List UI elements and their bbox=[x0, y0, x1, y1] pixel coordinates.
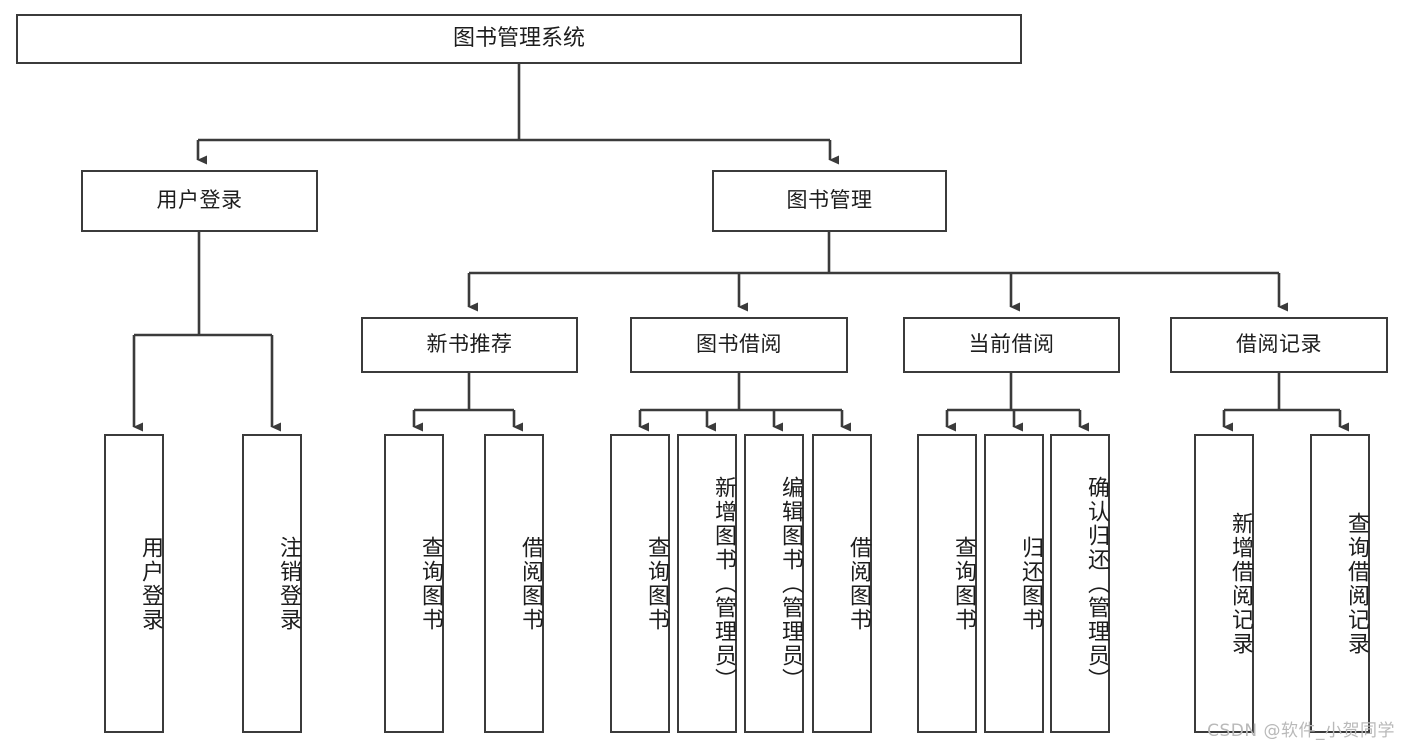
node-label: 查询借阅记录 bbox=[1344, 511, 1369, 656]
node-label: 借阅图书 bbox=[846, 535, 871, 632]
node-label: 注销登录 bbox=[276, 535, 301, 632]
node-leaf-edit-book[interactable]: 编辑图书（管理员） bbox=[744, 434, 804, 733]
node-label: 新增图书（管理员） bbox=[711, 475, 736, 692]
node-leaf-confirm-return[interactable]: 确认归还（管理员） bbox=[1050, 434, 1110, 733]
node-label: 查询图书 bbox=[418, 535, 443, 632]
node-leaf-user-logout[interactable]: 注销登录 bbox=[242, 434, 302, 733]
node-leaf-return-book[interactable]: 归还图书 bbox=[984, 434, 1044, 733]
node-label: 借阅记录 bbox=[1236, 332, 1322, 357]
node-leaf-query-book-1[interactable]: 查询图书 bbox=[384, 434, 444, 733]
node-book-management[interactable]: 图书管理 bbox=[712, 170, 947, 232]
node-label: 查询图书 bbox=[951, 535, 976, 632]
node-leaf-query-record[interactable]: 查询借阅记录 bbox=[1310, 434, 1370, 733]
node-leaf-user-login[interactable]: 用户登录 bbox=[104, 434, 164, 733]
node-label: 确认归还（管理员） bbox=[1084, 475, 1109, 692]
node-borrow-record[interactable]: 借阅记录 bbox=[1170, 317, 1388, 373]
node-label: 当前借阅 bbox=[968, 332, 1055, 357]
node-leaf-borrow-book-1[interactable]: 借阅图书 bbox=[484, 434, 544, 733]
node-leaf-query-book-3[interactable]: 查询图书 bbox=[917, 434, 977, 733]
node-label: 图书借阅 bbox=[696, 332, 782, 357]
node-label: 新增借阅记录 bbox=[1228, 511, 1253, 656]
node-root-system[interactable]: 图书管理系统 bbox=[16, 14, 1022, 64]
node-leaf-borrow-book-2[interactable]: 借阅图书 bbox=[812, 434, 872, 733]
node-label: 用户登录 bbox=[138, 535, 163, 632]
node-label: 查询图书 bbox=[644, 535, 669, 632]
csdn-watermark: CSDN @软件_小贺同学 bbox=[1207, 721, 1395, 741]
node-label: 图书管理 bbox=[786, 188, 873, 213]
node-leaf-add-book[interactable]: 新增图书（管理员） bbox=[677, 434, 737, 733]
node-new-book-recommend[interactable]: 新书推荐 bbox=[361, 317, 578, 373]
node-leaf-add-record[interactable]: 新增借阅记录 bbox=[1194, 434, 1254, 733]
node-current-borrow[interactable]: 当前借阅 bbox=[903, 317, 1120, 373]
node-label: 新书推荐 bbox=[426, 332, 513, 357]
node-label: 归还图书 bbox=[1018, 535, 1043, 632]
node-user-login[interactable]: 用户登录 bbox=[81, 170, 318, 232]
node-label: 用户登录 bbox=[156, 188, 243, 213]
node-label: 编辑图书（管理员） bbox=[778, 475, 803, 692]
node-book-borrow[interactable]: 图书借阅 bbox=[630, 317, 848, 373]
node-label: 图书管理系统 bbox=[452, 25, 585, 51]
node-label: 借阅图书 bbox=[518, 535, 543, 632]
node-leaf-query-book-2[interactable]: 查询图书 bbox=[610, 434, 670, 733]
